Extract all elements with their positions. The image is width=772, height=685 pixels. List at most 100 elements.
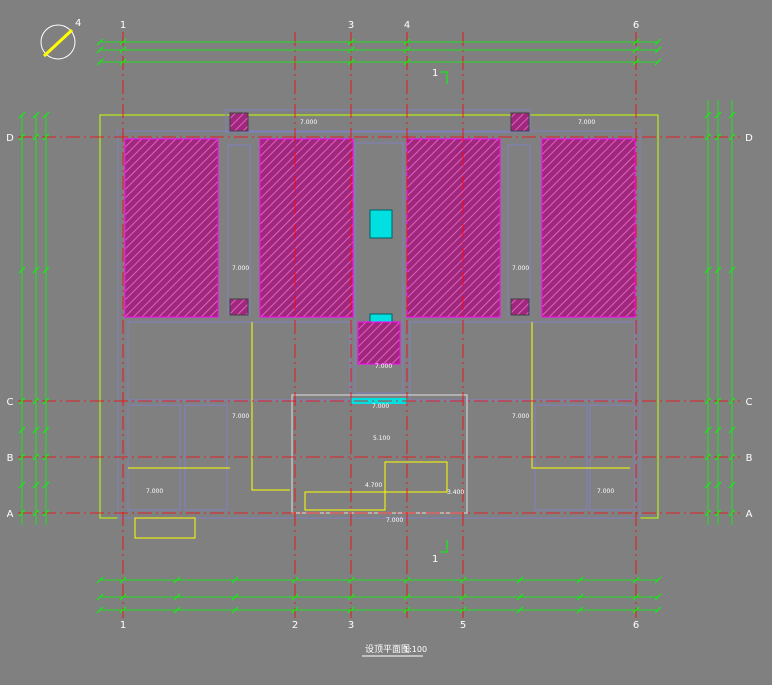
dim-tick-bottom-0-6 — [403, 576, 411, 584]
top-column-left — [229, 112, 249, 132]
dim-tick-bottom-2-11 — [654, 606, 662, 614]
grid-bubble-right-C: C — [746, 397, 753, 408]
dim-tick-right-1-2 — [714, 266, 722, 274]
elevation-label-0: 7.000 — [300, 119, 317, 126]
grid-bubble-top-1: 1 — [120, 20, 126, 31]
dim-tick-right-0-6 — [704, 481, 712, 489]
dim-tick-top-0-3 — [403, 38, 411, 46]
dim-tick-top-1-2 — [347, 46, 355, 54]
section-arrow-bottom — [440, 540, 448, 553]
skylight-upper — [369, 209, 393, 239]
elevation-label-2: 7.000 — [232, 265, 249, 272]
roof-panel-2 — [259, 138, 354, 318]
dim-tick-left-0-1 — [18, 133, 26, 141]
dim-tick-right-2-6 — [728, 481, 736, 489]
grid-bubble-right-B: B — [746, 453, 753, 464]
section-mark-bottom: 1 — [432, 554, 438, 565]
dim-tick-right-0-0 — [704, 111, 712, 119]
dim-tick-left-1-6 — [32, 481, 40, 489]
roof-panel-1 — [124, 138, 219, 318]
dim-tick-right-2-0 — [728, 111, 736, 119]
dim-tick-bottom-2-3 — [231, 606, 239, 614]
elevation-label-1: 7.000 — [578, 119, 595, 126]
right-room-b — [589, 404, 636, 511]
stair-right — [384, 461, 448, 493]
dim-tick-bottom-0-2 — [173, 576, 181, 584]
core-hatch — [357, 321, 401, 365]
dim-tick-bottom-2-5 — [347, 606, 355, 614]
dim-tick-right-1-7 — [714, 509, 722, 517]
dim-tick-bottom-2-10 — [632, 606, 640, 614]
elevation-label-13: 7.000 — [386, 517, 403, 524]
grid-bubble-left-C: C — [7, 397, 14, 408]
dim-tick-bottom-2-2 — [173, 606, 181, 614]
dim-tick-bottom-1-10 — [632, 593, 640, 601]
elevation-label-11: 4.700 — [365, 482, 382, 489]
dim-tick-left-2-1 — [42, 133, 50, 141]
elevation-label-4: 7.000 — [232, 413, 249, 420]
dim-tick-right-0-1 — [704, 133, 712, 141]
central-core — [354, 142, 404, 394]
dim-tick-bottom-1-8 — [516, 593, 524, 601]
dim-tick-bottom-0-1 — [119, 576, 127, 584]
grid-bubble-top-3: 3 — [348, 20, 354, 31]
dim-tick-top-2-4 — [632, 58, 640, 66]
dim-tick-top-0-2 — [347, 38, 355, 46]
dim-tick-bottom-1-9 — [576, 593, 584, 601]
roof-panel-3 — [406, 138, 501, 318]
dim-tick-right-2-1 — [728, 133, 736, 141]
dim-tick-left-1-2 — [32, 266, 40, 274]
elevation-label-12: 3.400 — [447, 489, 464, 496]
left-room-a — [127, 404, 181, 511]
dim-tick-left-2-3 — [42, 397, 50, 405]
dim-tick-right-1-5 — [714, 453, 722, 461]
elevation-labels: 7.000 7.000 7.000 7.000 7.000 7.000 7.000 7.000… — [146, 119, 614, 524]
dim-tick-bottom-1-7 — [459, 593, 467, 601]
top-column-right — [510, 112, 530, 132]
dim-tick-bottom-1-6 — [403, 593, 411, 601]
grid-bubble-bottom-6: 6 — [633, 620, 639, 631]
gutter-drain-2 — [510, 298, 530, 316]
dim-tick-left-1-1 — [32, 133, 40, 141]
elevation-label-5: 7.000 — [512, 413, 529, 420]
dim-tick-top-2-5 — [654, 58, 662, 66]
dim-tick-right-2-4 — [728, 426, 736, 434]
elevation-label-3: 7.000 — [512, 265, 529, 272]
dim-tick-bottom-1-2 — [173, 593, 181, 601]
dim-tick-bottom-1-0 — [96, 593, 104, 601]
right-room-a — [534, 404, 588, 511]
grid-bubble-bottom-3: 3 — [348, 620, 354, 631]
dim-tick-left-1-3 — [32, 397, 40, 405]
elevation-label-6: 7.000 — [146, 488, 163, 495]
elevation-label-7: 7.000 — [597, 488, 614, 495]
dim-tick-left-1-0 — [32, 111, 40, 119]
grid-bubble-right-A: A — [746, 509, 753, 520]
grid-lines — [18, 32, 740, 618]
left-room-b — [184, 404, 228, 511]
dim-tick-right-1-6 — [714, 481, 722, 489]
grid-bubble-left-D: D — [6, 133, 14, 144]
dim-tick-top-0-0 — [96, 38, 104, 46]
north-arrow — [40, 24, 76, 60]
elevation-label-10: 5.100 — [373, 435, 390, 442]
roof-panel-4 — [541, 138, 636, 318]
lower-left-block — [127, 321, 351, 401]
dim-tick-left-2-2 — [42, 266, 50, 274]
dim-tick-right-0-7 — [704, 509, 712, 517]
dim-tick-top-1-5 — [654, 46, 662, 54]
dim-tick-top-2-2 — [347, 58, 355, 66]
gutter-1 — [227, 144, 251, 316]
dim-tick-bottom-2-4 — [291, 606, 299, 614]
dim-tick-right-2-5 — [728, 453, 736, 461]
dim-tick-bottom-0-8 — [516, 576, 524, 584]
top-protrusion — [225, 109, 531, 133]
dim-tick-bottom-0-9 — [576, 576, 584, 584]
grid-bubble-bottom-1: 1 — [120, 620, 126, 631]
dim-tick-bottom-2-7 — [459, 606, 467, 614]
dim-tick-bottom-0-10 — [632, 576, 640, 584]
dim-tick-left-2-7 — [42, 509, 50, 517]
dim-tick-bottom-0-5 — [347, 576, 355, 584]
dim-tick-bottom-2-9 — [576, 606, 584, 614]
dim-tick-left-2-0 — [42, 111, 50, 119]
